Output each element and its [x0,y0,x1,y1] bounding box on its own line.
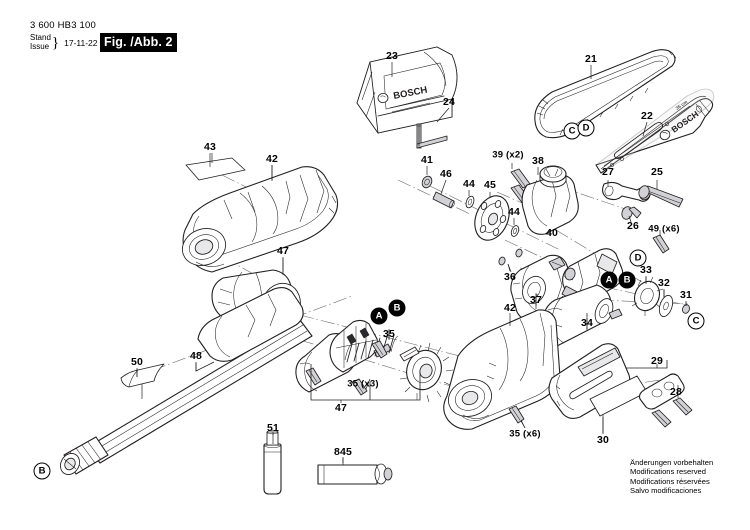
part-callout-39x2: 39 (x2) [492,149,524,161]
part-callout-42: 42 [265,153,279,165]
part-42-upper-housing-left [182,165,339,273]
part-callout-25: 25 [650,166,664,178]
footer-line-fr: Modifications réservées [630,476,710,486]
issue-label: Issue [30,41,50,51]
footer-line-en: Modifications reserved [630,467,706,477]
part-26-bolt [621,206,642,223]
part-callout-35x3: 35 (x3) [347,378,379,390]
reference-marker-b: B [388,299,406,317]
reference-marker-c: C [563,122,581,140]
part-callout-26: 26 [626,220,640,232]
part-callout-28: 28 [669,386,683,398]
part-callout-22: 22 [640,110,654,122]
part-callout-34: 34 [580,317,594,329]
part-callout-35x6: 35 (x6) [509,428,541,440]
part-callout-32: 32 [657,277,671,289]
part-callout-44: 44 [462,178,476,190]
part-callout-43: 43 [203,141,217,153]
part-42-housing-right [443,309,561,430]
reference-marker-d: D [629,249,647,267]
part-callout-30: 30 [596,434,610,446]
part-33-fan [631,276,664,316]
part-callout-21: 21 [584,53,598,65]
contact-lever [548,256,576,281]
part-callout-24: 24 [442,96,456,108]
header-block: 3 600 HB3 100 Stand Issue } 17-11-22 [30,20,98,51]
part-48-pole-shaft [60,286,313,475]
reference-marker-b: B [33,462,51,480]
reference-marker-a: A [600,271,618,289]
part-21-saw-chain [534,49,677,139]
brace-glyph: } [51,34,60,51]
part-spring [344,334,399,363]
part-callout-47: 47 [276,245,290,257]
reference-marker-b: B [618,271,636,289]
footer-disclaimer: Änderungen vorbehalten Modifications res… [630,458,713,496]
part-callout-33: 33 [639,264,653,276]
part-callout-38: 38 [531,155,545,167]
part-callout-845: 845 [333,446,353,458]
small-hardware-row [421,166,564,273]
part-28-plate-and-screws [638,373,693,428]
part-callout-27: 27 [601,166,615,178]
part-callout-51: 51 [266,422,280,434]
reference-marker-c: C [687,312,705,330]
part-callout-29: 29 [650,355,664,367]
part-32-washer [658,290,674,318]
part-callout-42: 42 [503,302,517,314]
part-number: 3 600 HB3 100 [30,20,96,31]
part-callout-47: 47 [334,402,348,414]
part-23-scabbard: BOSCH [356,46,458,134]
part-callout-23: 23 [385,50,399,62]
part-callout-40: 40 [545,227,559,239]
issue-labels: Stand Issue [30,33,51,51]
part-50-sleeve [120,363,165,399]
footer-line-es: Salvo modificaciones [630,486,702,496]
part-43-label-plate [185,153,246,181]
reference-marker-d: D [577,119,595,137]
part-25-bolt [638,180,684,208]
part-callout-50: 50 [130,356,144,368]
part-47-drive-unit-lower [295,319,454,403]
part-51-oil-bottle [263,429,282,495]
part-callout-35: 35 [382,328,396,340]
part-callout-48: 48 [189,350,203,362]
part-callout-45: 45 [483,179,497,191]
part-22-guide-bar: BOSCH 35 cm [595,88,715,174]
part-callout-49x6: 49 (x6) [648,223,680,235]
part-49-screws [652,230,670,254]
part-24-hex-key [416,123,448,149]
reference-marker-a: A [370,307,388,325]
issue-date: 17-11-22 [64,37,98,48]
footer-line-de: Änderungen vorbehalten [630,458,714,467]
part-845-grease-tube [317,457,393,485]
part-callout-46: 46 [439,168,453,180]
part-callout-36: 36 [503,271,517,283]
part-gear [399,342,454,403]
part-callout-41: 41 [420,154,434,166]
callout-leader-lines [136,62,687,465]
part-38-tensioner-housing [521,165,579,235]
part-callout-37: 37 [529,294,543,306]
issue-row: Stand Issue } 17-11-22 [30,33,98,51]
part-callout-44: 44 [507,206,521,218]
part-callout-31: 31 [679,289,693,301]
stand-label: Stand [30,33,51,42]
figure-label: Fig. /Abb. 2 [100,33,177,52]
svg-text:35 cm: 35 cm [675,99,689,111]
